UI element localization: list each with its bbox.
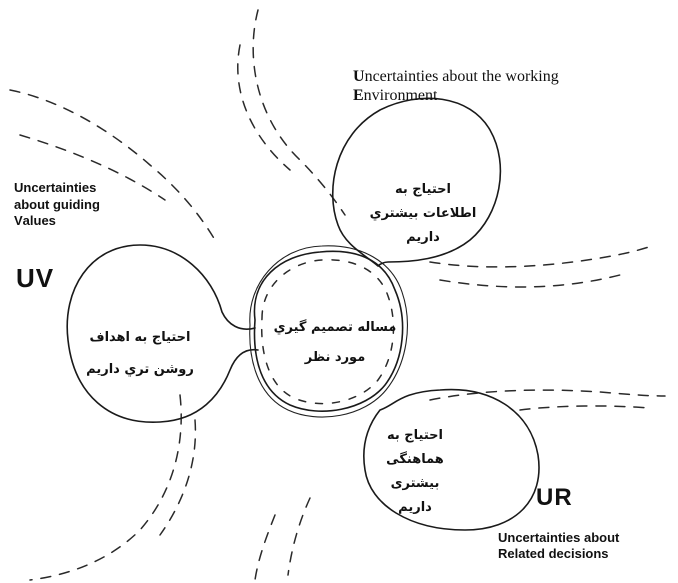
center-cloud [249,245,408,418]
bubble-environment-text: احتياج به اطلاعات بيشتري داريم [358,178,488,250]
boundary-environment-left [237,9,346,216]
bubble-environment-line2: اطلاعات بيشتري [369,206,477,221]
related-abbreviation: UR [536,484,573,511]
boundary-values-bottom [29,394,197,581]
related-label-line1: Uncertainties about [498,530,620,545]
values-label-line2: about guiding [14,197,100,212]
center-problem-text: مساله تصميم گيري مورد نظر [270,316,400,370]
environment-label-line2: Environment [353,87,438,103]
bubble-values-text: احتياج به اهداف روشن تري داريم [70,326,210,382]
related-label-line2: Related decisions [498,546,609,561]
values-label-line1: Uncertainties [14,180,97,195]
boundary-related-top [429,389,666,411]
bubble-related [363,388,540,531]
values-abbreviation: UV [16,263,55,293]
bubble-environment-line1: احتياج به [395,182,451,197]
center-line1: مساله تصميم گيري [273,320,397,335]
boundary-environment-right [429,244,656,288]
bubble-related-text: احتياج به هماهنگی بيشتری داريم [360,424,470,520]
center-line2: مورد نظر [304,350,366,365]
bubble-environment [332,97,502,267]
environment-label-line1: Uncertainties about the working [353,68,559,85]
bubble-related-line3: داريم [398,500,432,515]
bubble-environment-line3: داريم [406,230,440,245]
boundary-values-top [9,89,216,241]
bubble-values [66,244,259,423]
bubble-related-line1: احتياج به [387,428,443,443]
bubble-values-line1: احتياج به اهداف [89,330,191,345]
values-label-line3: Values [14,213,56,228]
bubble-related-line2: هماهنگی بيشتری [386,452,444,491]
boundary-related-bottom [254,497,311,581]
bubble-values-line2: روشن تري داريم [86,362,194,377]
